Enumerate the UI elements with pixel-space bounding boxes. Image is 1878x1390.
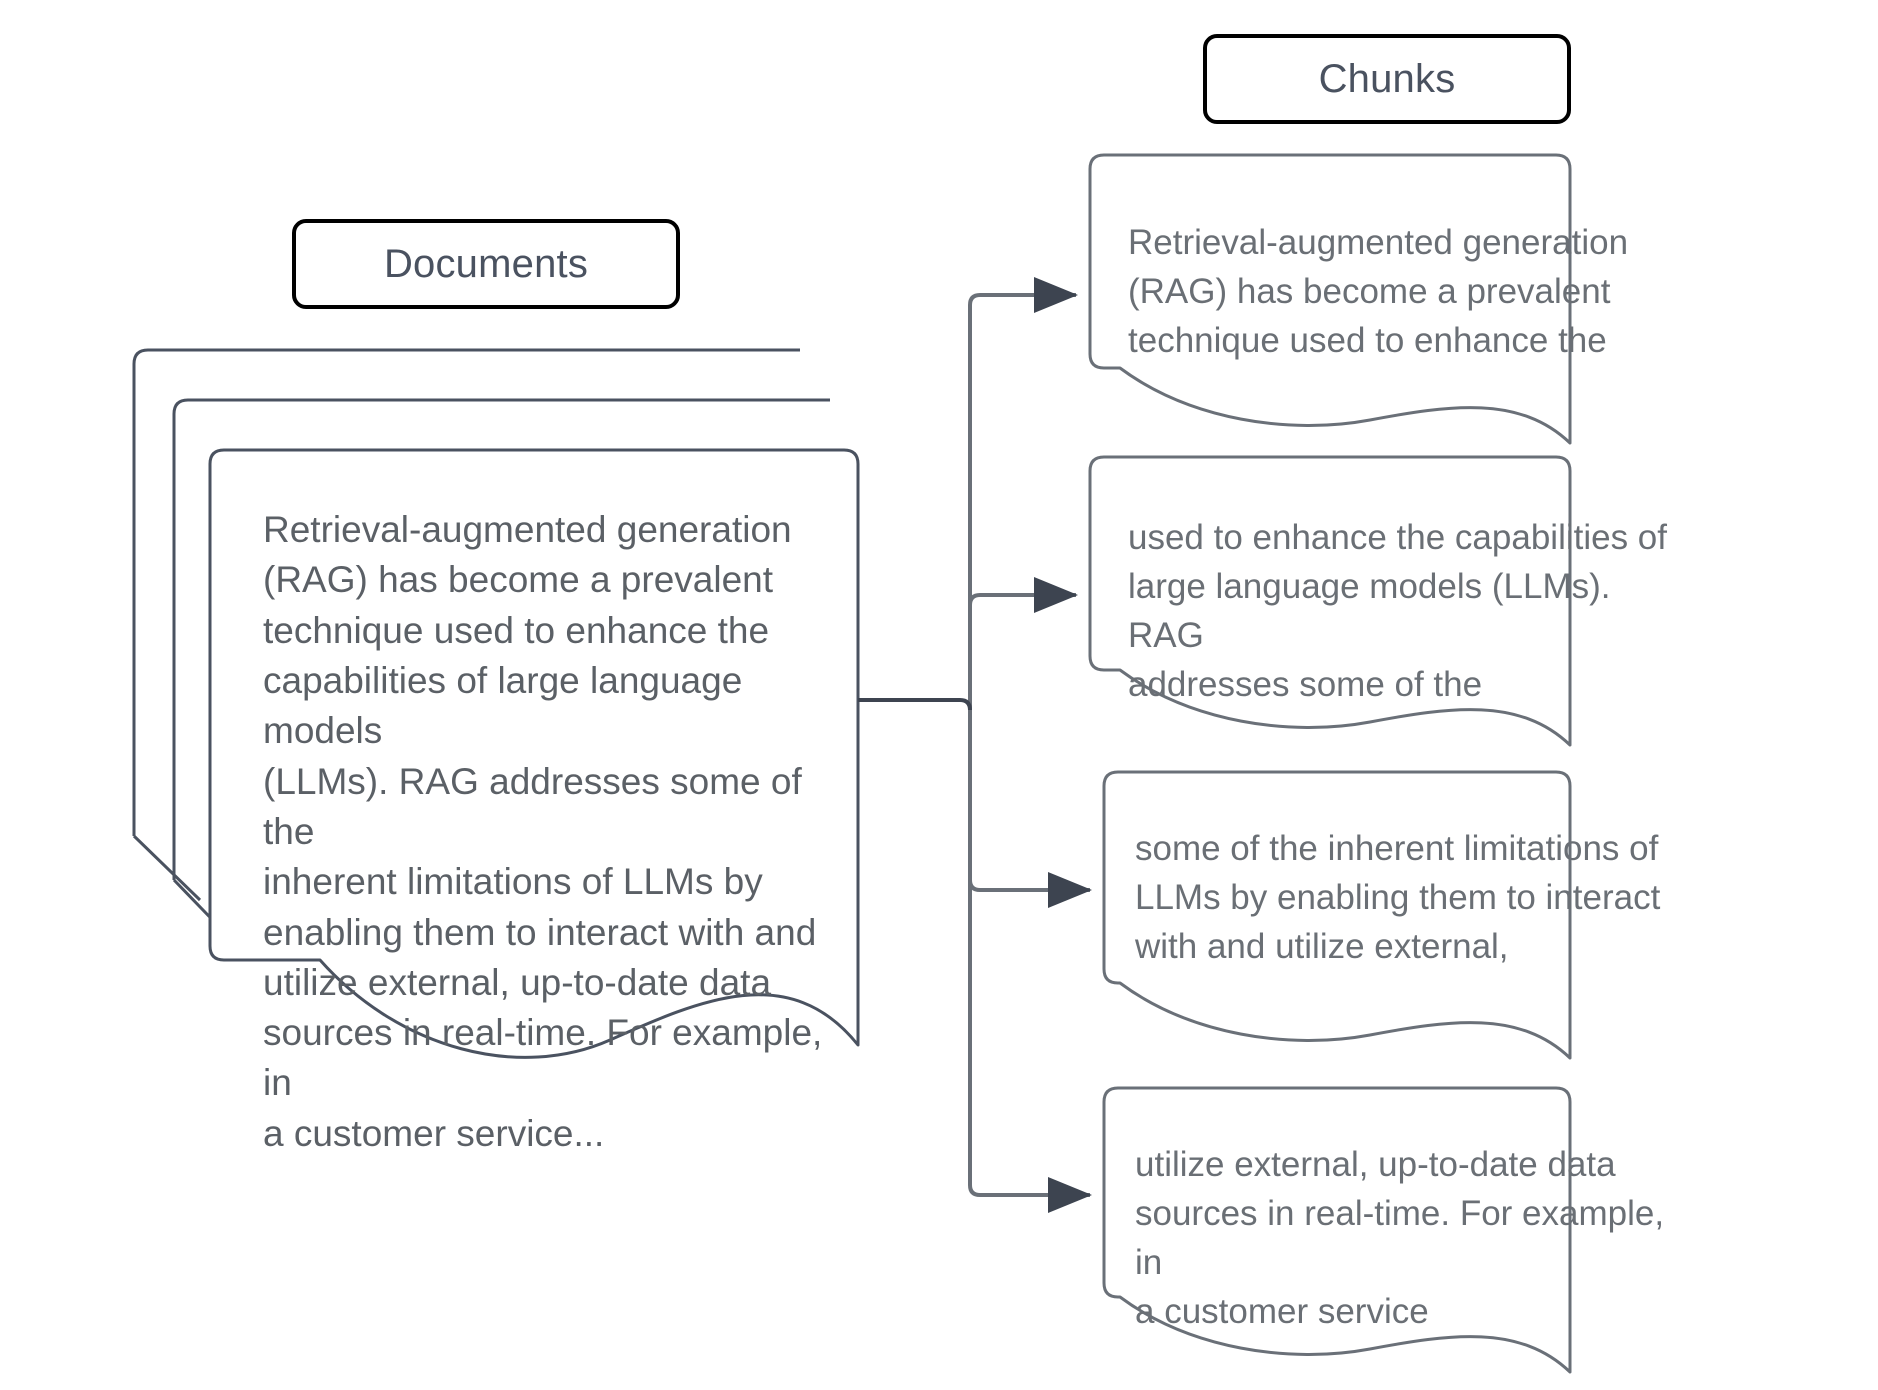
chunk-body-text-4: utilize external, up-to-date data source…: [1135, 1145, 1665, 1331]
chunks-label-text: Chunks: [1318, 56, 1456, 101]
chunk-sheet-1: [1088, 455, 1572, 747]
connector-arrow-1: [968, 577, 1078, 613]
document-sheet-middle-outline: [172, 398, 830, 940]
chunk-body-text-1: Retrieval-augmented generation (RAG) has…: [1128, 223, 1629, 360]
chunk-body-text-3: some of the inherent limitations of LLMs…: [1135, 829, 1661, 966]
connector-joint: [959, 698, 972, 711]
chunks-label-box[interactable]: Chunks: [1203, 34, 1571, 124]
documents-label-text: Documents: [383, 241, 589, 286]
chunk-sheet-2: [1102, 770, 1572, 1060]
chunk-sheet-0: [1088, 153, 1572, 445]
document-body-text: Retrieval-augmented generation (RAG) has…: [263, 509, 823, 1154]
document-sheet-front: [208, 448, 860, 1059]
connector-arrow-3: [968, 1177, 1092, 1213]
documents-label-box[interactable]: Documents: [292, 219, 680, 309]
document-sheet-back-outline: [132, 348, 800, 902]
connector-arrow-0: [968, 277, 1078, 313]
connector-arrow-2: [968, 872, 1092, 908]
chunk-body-text-2: used to enhance the capabilities of larg…: [1128, 518, 1667, 704]
chunk-sheet-3: [1102, 1086, 1572, 1374]
